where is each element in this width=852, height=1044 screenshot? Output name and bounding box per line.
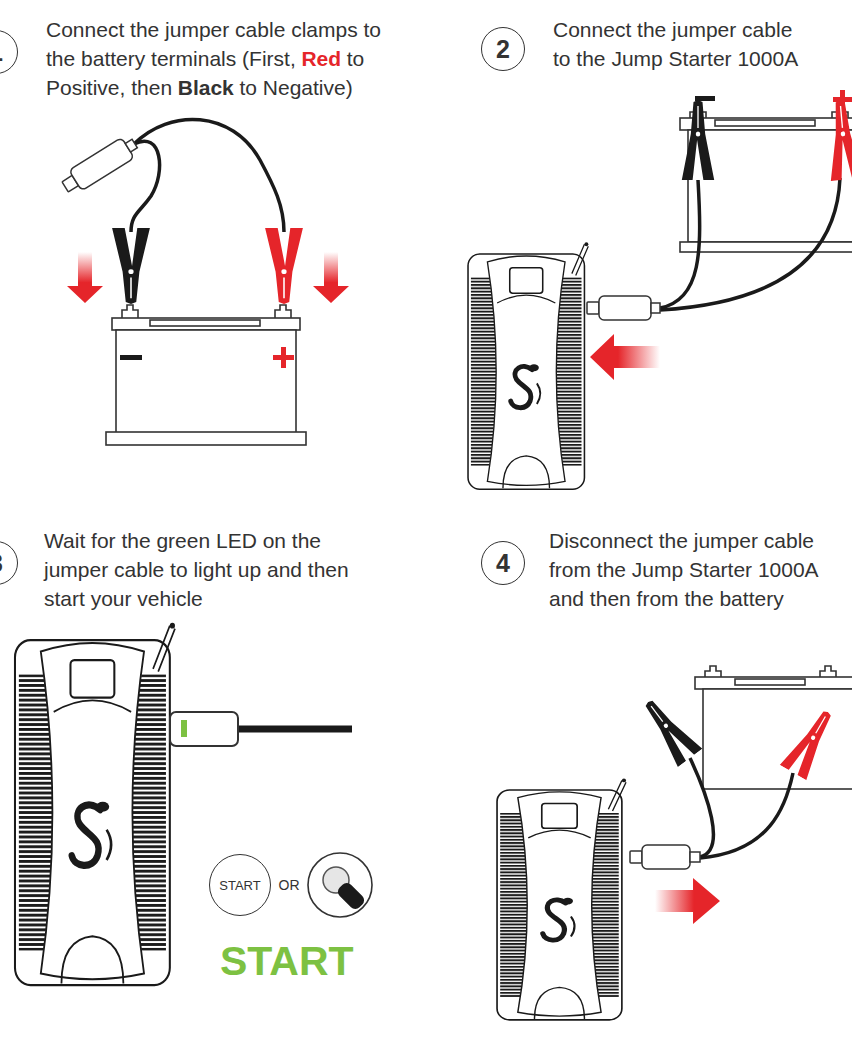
red-clamp	[265, 228, 303, 304]
jump-starter	[497, 779, 626, 1020]
red-clamp	[780, 704, 842, 780]
battery-body	[116, 330, 296, 433]
ignition-button	[308, 853, 372, 917]
battery-ridge	[150, 320, 260, 326]
direction-arrow	[590, 334, 660, 380]
battery	[695, 666, 852, 789]
instruction-text: Connect the jumper cable to the Jump Sta…	[553, 15, 805, 73]
battery-ridge	[735, 679, 805, 685]
cable	[660, 180, 700, 308]
start-heading: START	[220, 938, 354, 984]
step-number: 2	[481, 27, 525, 71]
instruction-emphasis: Black	[178, 76, 234, 99]
black-clamp	[636, 693, 703, 767]
battery-base	[680, 242, 852, 252]
step-number: 4	[481, 541, 525, 585]
connector-body	[599, 296, 651, 320]
battery-terminal	[275, 305, 291, 318]
callout-number: 3	[0, 551, 3, 576]
direction-arrow	[313, 252, 349, 303]
battery-base	[106, 432, 306, 445]
positive-sign	[281, 347, 286, 368]
connector-body	[69, 138, 134, 191]
clamp	[112, 228, 150, 304]
black-clamp	[112, 228, 150, 304]
instruction-emphasis: Red	[301, 47, 341, 70]
cable	[660, 178, 840, 310]
clamp	[682, 100, 714, 180]
clamp	[780, 704, 842, 780]
connector-prong	[587, 302, 599, 314]
cable	[131, 141, 160, 232]
instruction-paragraph: Connect the jumper cable clamps to the b…	[46, 15, 398, 102]
battery-body	[703, 689, 852, 789]
callout-number: 1	[0, 40, 3, 65]
direction-arrow	[67, 252, 103, 303]
battery-ridge	[715, 120, 815, 126]
connector-strain-relief	[651, 303, 660, 313]
jump-starter	[15, 623, 175, 985]
battery	[106, 305, 306, 445]
ignition-key	[335, 880, 366, 911]
callout-number: 2	[496, 37, 510, 62]
green-led	[181, 720, 187, 737]
instruction-text: Disconnect the jumper cable from the Jum…	[549, 526, 839, 613]
button-text: START	[219, 879, 260, 892]
battery-lid	[112, 318, 300, 330]
connector-body	[642, 845, 690, 869]
connector-strain-relief	[125, 139, 137, 152]
connector-strain-relief	[690, 852, 700, 862]
connector-prong	[630, 851, 642, 863]
cable	[700, 773, 793, 858]
battery-body	[688, 130, 852, 242]
cable-connector	[587, 296, 660, 320]
step-number: 1	[0, 30, 18, 74]
cable	[134, 119, 284, 232]
battery-lid	[695, 677, 852, 689]
clamp	[824, 99, 852, 182]
cable	[238, 726, 352, 733]
cable	[690, 758, 713, 857]
step-number: 3	[0, 541, 18, 585]
jump-starter	[468, 242, 588, 489]
battery-terminal	[122, 305, 138, 318]
instruction-text: Wait for the green LED on the jumper cab…	[44, 526, 369, 613]
instruction-text: to Negative)	[239, 76, 352, 99]
direction-arrow	[655, 878, 720, 924]
cable-connector	[630, 845, 700, 869]
battery-lid	[680, 118, 852, 130]
clamp	[636, 693, 703, 767]
cable-connector	[59, 133, 141, 197]
callout-number: 4	[496, 551, 510, 576]
red-clamp	[824, 99, 852, 182]
battery-terminal	[820, 666, 836, 677]
connector-body	[170, 712, 238, 746]
battery-terminal	[705, 666, 721, 677]
start-button: START	[209, 854, 271, 916]
negative-sign	[120, 355, 142, 360]
or-text: OR	[269, 876, 309, 894]
clamp	[265, 228, 303, 304]
black-clamp	[682, 100, 714, 180]
